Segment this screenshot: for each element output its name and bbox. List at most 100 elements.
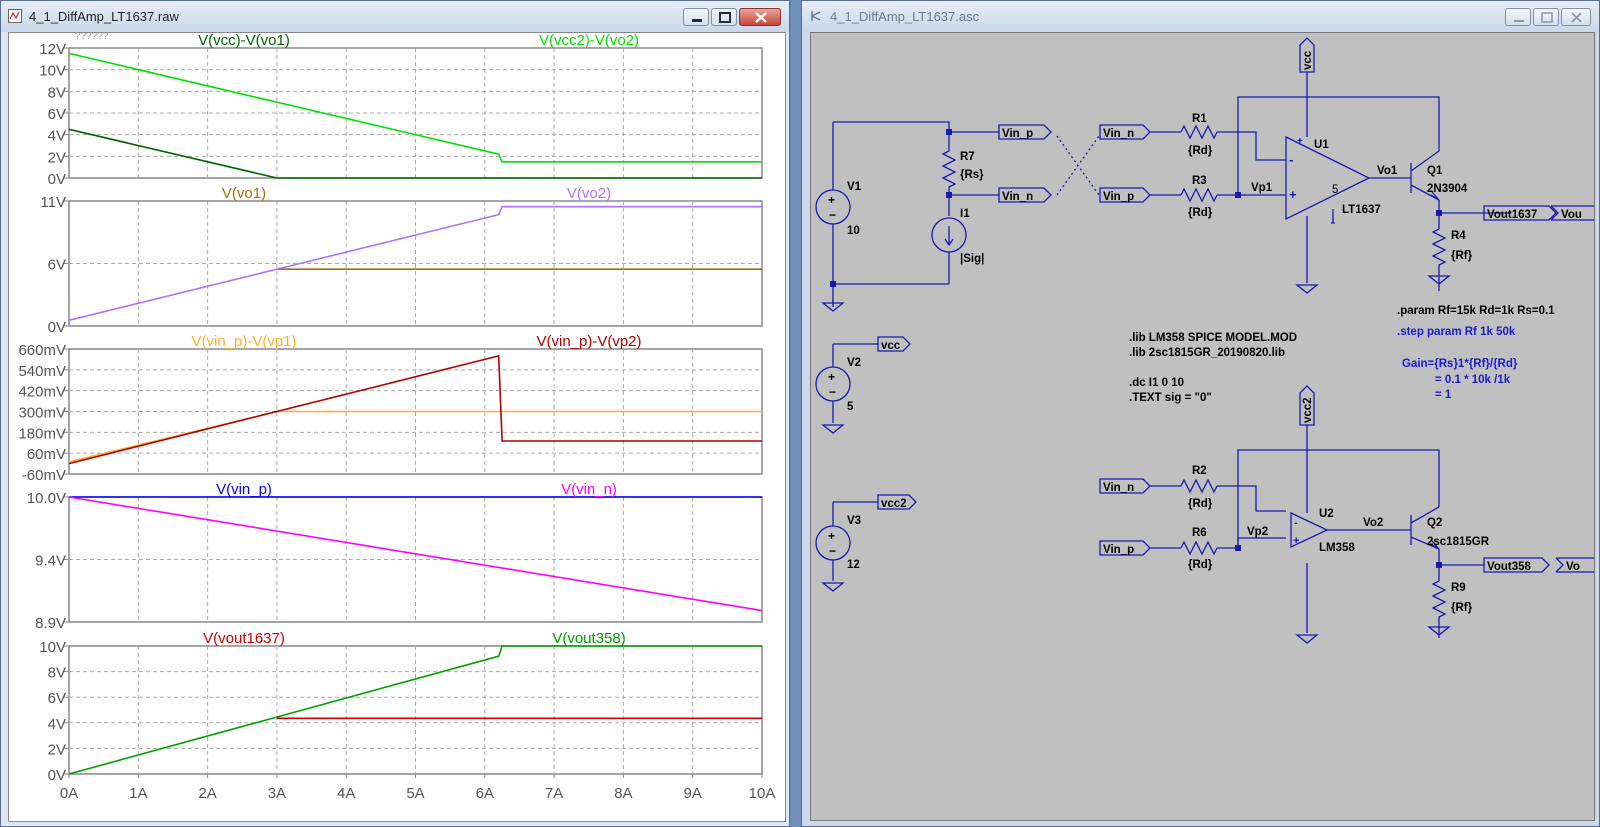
net-flag-vcc2-u2[interactable]: vcc2: [1299, 385, 1315, 426]
transistor-q2[interactable]: Q2 2sc1815GR: [1410, 506, 1490, 550]
voltage-source-v2[interactable]: + − V2 5: [815, 343, 878, 434]
svg-text:{Rf}: {Rf}: [1451, 602, 1473, 614]
net-flag-vo-cut[interactable]: Vo: [1555, 557, 1594, 573]
schematic-window-title: 4_1_DiffAmp_LT1637.asc: [830, 9, 980, 24]
schematic-drawing[interactable]: + − V1 10 R7 {Rs} I1 |Sig|: [811, 33, 1594, 820]
y-tick-label: 8V: [48, 84, 66, 101]
transistor-q1[interactable]: Q1 2N3904: [1410, 150, 1468, 201]
trace-v-vin-n-: [68, 496, 763, 612]
close-button[interactable]: [739, 8, 781, 26]
svg-text:Q1: Q1: [1427, 165, 1443, 177]
resistor-r4[interactable]: R4 {Rf}: [1427, 228, 1473, 285]
i1-value: |Sig|: [960, 253, 984, 265]
waveform-app-icon: [8, 9, 22, 23]
current-source-i1[interactable]: I1 |Sig|: [931, 208, 984, 265]
opamp-u1[interactable]: - + + U1 5 LT1637: [1285, 135, 1381, 224]
minimize-button[interactable]: [683, 8, 709, 26]
resistor-r7[interactable]: R7 {Rs}: [941, 132, 984, 195]
y-tick-label: 6V: [48, 690, 66, 707]
net-flag-vout358[interactable]: Vout358: [1483, 557, 1550, 573]
svg-text:vcc: vcc: [881, 340, 901, 352]
y-tick-label: 60mV: [27, 446, 66, 463]
trace-legend-label: V(vin_n): [561, 481, 617, 498]
svg-text:R2: R2: [1192, 465, 1207, 477]
close-icon: [1571, 12, 1582, 23]
svg-text:.dc I1 0 10: .dc I1 0 10: [1129, 377, 1184, 389]
resistor-r3[interactable]: R3 {Rd}: [1180, 175, 1218, 219]
y-tick-label: 12V: [39, 41, 66, 58]
net-flag-vin-n-u2[interactable]: Vin_n: [1099, 478, 1151, 494]
resistor-r6[interactable]: R6 {Rd}: [1180, 527, 1218, 571]
y-tick-label: 11V: [40, 194, 66, 211]
resistor-r1[interactable]: R1 {Rd}: [1180, 113, 1218, 157]
schematic-titlebar[interactable]: 4_1_DiffAmp_LT1637.asc: [802, 1, 1599, 32]
net-label-vo2: Vo2: [1363, 517, 1383, 529]
svg-text:+: +: [828, 193, 835, 207]
schematic-app-icon: [811, 11, 821, 21]
svg-text:Gain={Rs}1*{Rf}/{Rd}: Gain={Rs}1*{Rf}/{Rd}: [1402, 358, 1518, 370]
trace-v-vcc2-v-vo2-: [68, 52, 762, 163]
schematic-close-button[interactable]: [1561, 8, 1591, 26]
resistor-r2[interactable]: R2 {Rd}: [1180, 465, 1218, 510]
svg-text:Vin_p: Vin_p: [1103, 191, 1134, 203]
y-tick-label: 540mV: [18, 363, 66, 380]
svg-text:+: +: [1289, 187, 1297, 202]
net-flag-vout1637[interactable]: Vout1637: [1483, 205, 1557, 221]
trace-legend-label: V(vin_p): [216, 481, 272, 498]
waveform-plot[interactable]: ??????12V10V8V6V4V2V0VV(vcc)-V(vo1)V(vcc…: [9, 31, 785, 821]
net-label-vp2: Vp2: [1247, 526, 1268, 538]
waveform-titlebar[interactable]: 4_1_DiffAmp_LT1637.raw: [1, 1, 789, 32]
cursor-marks: ??????: [75, 33, 109, 42]
u1-model: LT1637: [1342, 204, 1381, 216]
schematic-minimize-button[interactable]: [1505, 8, 1531, 26]
svg-text:= 0.1 * 10k /1k: = 0.1 * 10k /1k: [1435, 374, 1511, 386]
svg-text:Vout358: Vout358: [1487, 561, 1531, 573]
svg-text:.lib LM358 SPICE MODEL.MOD: .lib LM358 SPICE MODEL.MOD: [1129, 332, 1297, 344]
u1-label: U1: [1314, 139, 1329, 151]
net-flag-vcc-u1[interactable]: vcc: [1299, 37, 1315, 73]
net-flag-vin-p-u2[interactable]: Vin_p: [1099, 540, 1151, 556]
net-flag-vcc-source[interactable]: vcc: [877, 336, 911, 352]
x-tick-label: 1A: [129, 785, 147, 802]
schematic-window: 4_1_DiffAmp_LT1637.asc: [801, 0, 1600, 827]
svg-text:.param Rf=15k Rd=1k Rs=0.1: .param Rf=15k Rd=1k Rs=0.1: [1397, 305, 1555, 317]
svg-text:R3: R3: [1192, 175, 1207, 187]
schematic-maximize-button[interactable]: [1533, 8, 1559, 26]
svg-text:.lib 2sc1815GR_20190820.lib: .lib 2sc1815GR_20190820.lib: [1129, 347, 1285, 359]
trace-v-vo2-: [68, 205, 762, 322]
ground-icon: [1295, 284, 1319, 294]
net-flag-vin-n-u1[interactable]: Vin_n: [1099, 124, 1151, 140]
svg-text:vcc2: vcc2: [881, 498, 907, 510]
net-flag-vcc2-source[interactable]: vcc2: [877, 494, 917, 510]
svg-text:Vou: Vou: [1561, 209, 1582, 221]
x-tick-label: 9A: [684, 785, 702, 802]
resistor-r9[interactable]: R9 {Rf}: [1427, 580, 1473, 636]
maximize-button[interactable]: [711, 8, 737, 26]
ground-icon: [821, 299, 845, 312]
svg-text:R4: R4: [1451, 230, 1466, 242]
net-flag-vin-n[interactable]: Vin_n: [998, 187, 1052, 203]
opamp-u2[interactable]: - + U2 LM358: [1290, 508, 1355, 554]
ground-icon: [1295, 634, 1319, 644]
net-flag-vin-p[interactable]: Vin_p: [998, 124, 1052, 140]
svg-text:5: 5: [847, 401, 854, 413]
svg-text:-: -: [1289, 152, 1293, 167]
voltage-source-v1[interactable]: + − V1 10: [815, 181, 862, 237]
svg-text:Vin_p: Vin_p: [1002, 128, 1033, 140]
waveform-window-title: 4_1_DiffAmp_LT1637.raw: [29, 9, 179, 24]
svg-text:V2: V2: [847, 357, 861, 369]
voltage-source-v3[interactable]: + − V3 12: [815, 501, 878, 592]
svg-text:+: +: [828, 370, 835, 384]
net-flag-vou-cut[interactable]: Vou: [1550, 205, 1594, 221]
u2-model: LM358: [1319, 542, 1355, 554]
svg-text:Vin_n: Vin_n: [1002, 191, 1033, 203]
svg-text:+: +: [1293, 535, 1299, 547]
y-tick-label: 2V: [48, 741, 66, 758]
net-flag-vin-p-u1[interactable]: Vin_p: [1099, 187, 1151, 203]
y-tick-label: 4V: [48, 128, 66, 145]
y-tick-label: 0V: [48, 319, 66, 336]
y-tick-label: 6V: [48, 257, 66, 274]
schematic-canvas[interactable]: + − V1 10 R7 {Rs} I1 |Sig|: [810, 32, 1595, 821]
spice-directives[interactable]: .lib LM358 SPICE MODEL.MOD .lib 2sc1815G…: [1129, 305, 1555, 404]
